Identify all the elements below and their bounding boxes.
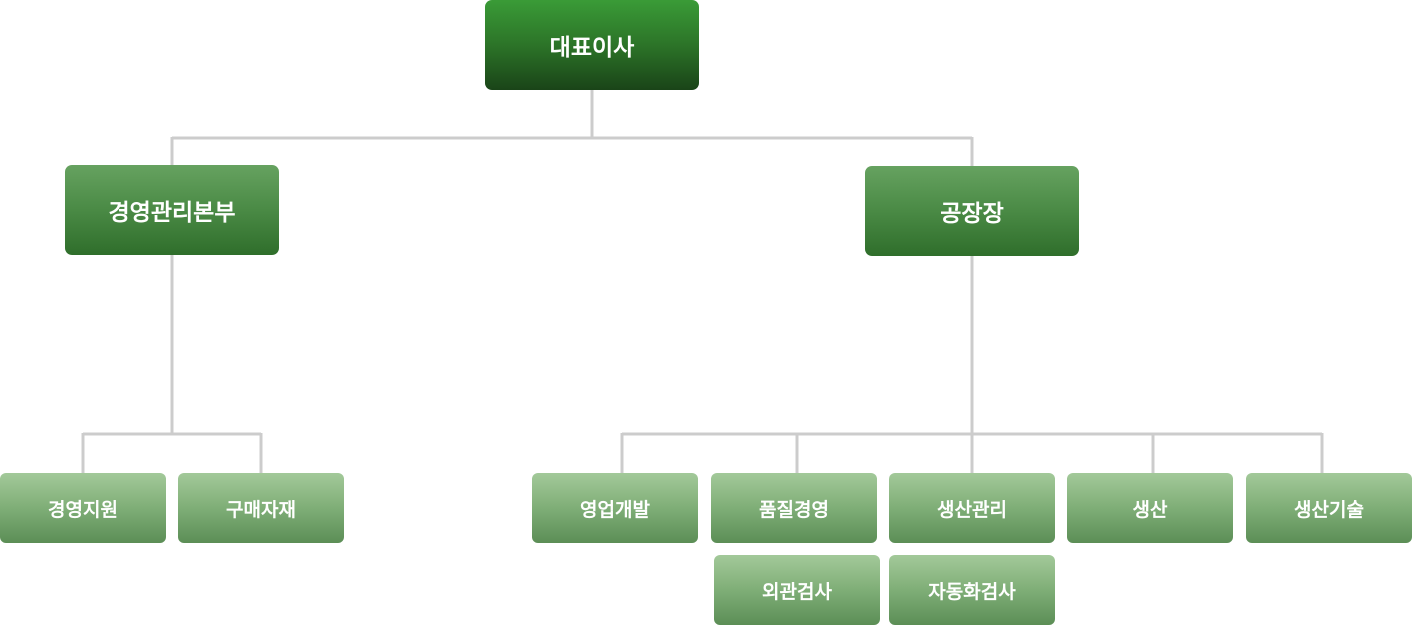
node-automated-inspection: 자동화검사 xyxy=(889,555,1055,625)
node-management-division-label: 경영관리본부 xyxy=(108,200,236,226)
node-production-management-label: 생산관리 xyxy=(937,498,1007,521)
node-production-technology: 생산기술 xyxy=(1246,473,1412,543)
node-factory-manager: 공장장 xyxy=(865,166,1079,256)
node-automated-inspection-label: 자동화검사 xyxy=(928,580,1016,603)
node-quality-management: 품질경영 xyxy=(711,473,877,543)
node-management-support: 경영지원 xyxy=(0,473,166,543)
node-purchasing: 구매자재 xyxy=(178,473,344,543)
node-ceo-label: 대표이사 xyxy=(549,35,635,61)
node-production-management: 생산관리 xyxy=(889,473,1055,543)
node-management-support-label: 경영지원 xyxy=(48,498,118,521)
node-quality-management-label: 품질경영 xyxy=(759,498,829,521)
node-ceo: 대표이사 xyxy=(485,0,699,90)
node-production-technology-label: 생산기술 xyxy=(1294,498,1364,521)
node-production-label: 생산 xyxy=(1132,498,1168,521)
node-visual-inspection-label: 외관검사 xyxy=(762,580,832,603)
node-factory-manager-label: 공장장 xyxy=(940,201,1004,227)
node-visual-inspection: 외관검사 xyxy=(714,555,880,625)
node-management-division: 경영관리본부 xyxy=(65,165,279,255)
node-production: 생산 xyxy=(1067,473,1233,543)
node-sales-development: 영업개발 xyxy=(532,473,698,543)
node-purchasing-label: 구매자재 xyxy=(226,498,296,521)
node-sales-development-label: 영업개발 xyxy=(580,498,650,521)
